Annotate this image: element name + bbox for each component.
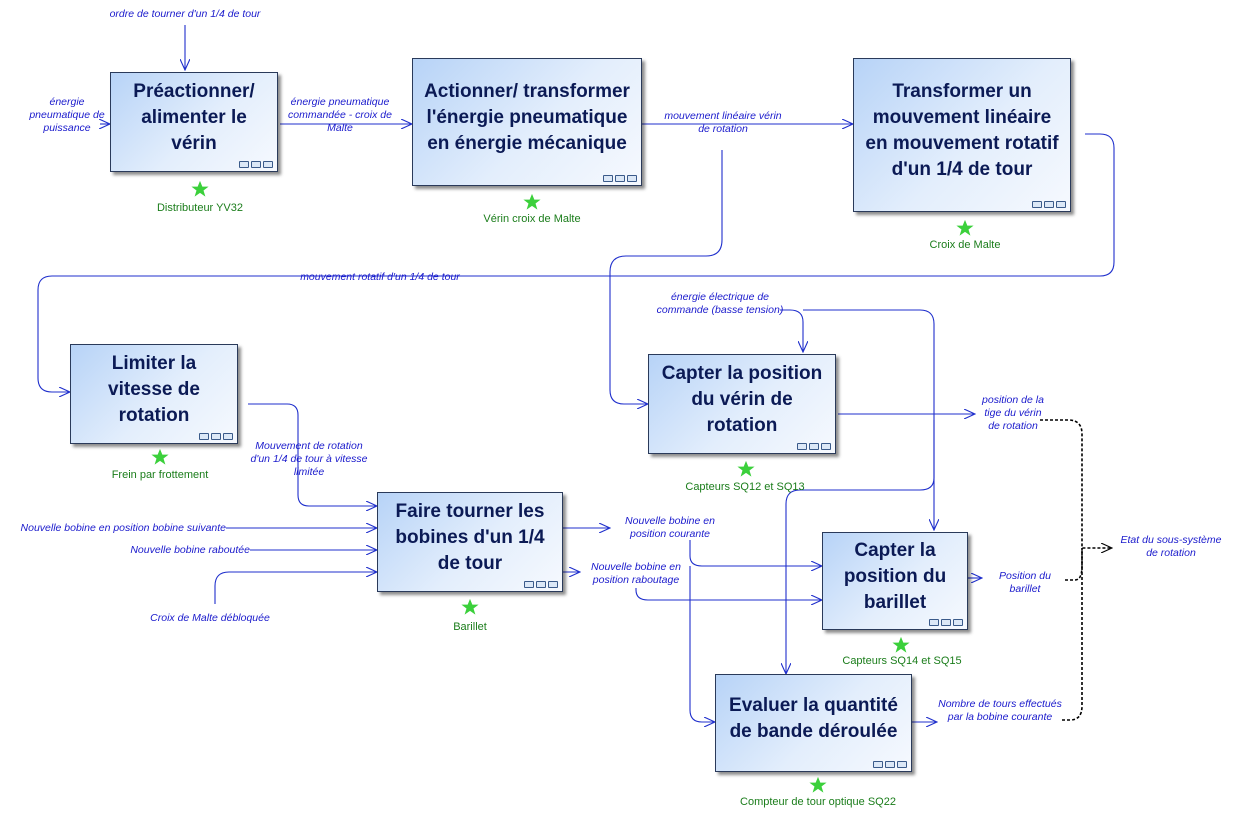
expand-icon [239, 161, 273, 168]
wire-lineaire-capteur [609, 150, 723, 404]
flow-label-energie-commande: énergie pneumatique commandée - croix de… [288, 96, 392, 134]
expand-icon [603, 175, 637, 182]
flow-label-bobine-aboutage: Nouvelle bobine en position raboutage [591, 561, 681, 586]
mechanism-label: Croix de Malte [929, 239, 1001, 251]
wire-energie-electrique [780, 309, 803, 352]
wire-etat-2 [1065, 548, 1083, 581]
flow-label-bobine-suivante: Nouvelle bobine en position bobine suiva… [20, 522, 226, 534]
activity-title: Limiter la vitesse de rotation [108, 353, 200, 426]
flow-label-position-barillet: Position du barillet [999, 570, 1051, 595]
mechanism-star-icon [523, 193, 541, 210]
mechanism-label: Capteurs SQ12 et SQ13 [685, 481, 805, 493]
mechanism-label: Distributeur YV32 [156, 202, 243, 214]
wire-etat-1 [1040, 419, 1112, 548]
flow-label-croix-debloquee: Croix de Malte débloquée [150, 612, 270, 624]
wire-etat-3 [1062, 548, 1083, 721]
expand-icon [199, 433, 233, 440]
flow-label-mouvement-rotatif: mouvement rotatif d'un 1/4 de tour [300, 271, 460, 283]
flow-label-mouvement-limite: Mouvement de rotation d'un 1/4 de tour à… [250, 440, 368, 478]
expand-icon [873, 761, 907, 768]
activity-preactionner[interactable]: Préactionner/ alimenter le vérin [110, 72, 278, 172]
expand-icon [1032, 201, 1066, 208]
wire-energie-evaluer [786, 420, 935, 674]
mechanism-label: Vérin croix de Malte [483, 213, 581, 225]
wire-bobine-courante-in [689, 540, 822, 566]
expand-icon [929, 619, 963, 626]
mechanism-star-icon [809, 776, 827, 793]
wire-mouvement-rotatif [37, 133, 1115, 392]
flow-label-bobine-aboutee: Nouvelle bobine raboutée [130, 544, 250, 556]
activity-title: Capter la position du barillet [843, 540, 947, 613]
activity-title: Transformer un mouvement linéaire en mou… [865, 81, 1059, 180]
mechanism-star-icon [151, 448, 169, 465]
activity-limiter[interactable]: Limiter la vitesse de rotation [70, 344, 238, 444]
activity-title: Faire tourner les bobines d'un 1/4 de to… [395, 501, 545, 574]
activity-title: Préactionner/ alimenter le vérin [133, 81, 255, 154]
activity-actionner[interactable]: Actionner/ transformer l'énergie pneumat… [412, 58, 642, 186]
activity-transformer[interactable]: Transformer un mouvement linéaire en mou… [853, 58, 1071, 212]
flow-label-ordre: ordre de tourner d'un 1/4 de tour [109, 8, 261, 20]
flow-label-nombre-tours: Nombre de tours effectués par la bobine … [938, 698, 1062, 723]
flow-label-energie-puissance: énergie pneumatique de puissance [29, 96, 105, 134]
wire-energie-capteur-barillet [803, 309, 934, 530]
wire-bobine-aboutage-in [635, 588, 822, 600]
wire-vitesse-limitee [248, 403, 377, 506]
mechanism-star-icon [892, 636, 910, 653]
mechanism-label: Capteurs SQ14 et SQ15 [842, 655, 962, 667]
activity-faire-tourner[interactable]: Faire tourner les bobines d'un 1/4 de to… [377, 492, 563, 592]
flow-label-position-tige: position de la tige du vérin de rotation [982, 394, 1044, 432]
flow-label-etat: Etat du sous-système de rotation [1120, 534, 1222, 559]
expand-icon [797, 443, 831, 450]
activity-title: Actionner/ transformer l'énergie pneumat… [424, 81, 630, 154]
wire-courante-evaluer [689, 566, 715, 722]
mechanism-label: Frein par frottement [111, 469, 209, 481]
activity-capter-barillet[interactable]: Capter la position du barillet [822, 532, 968, 630]
wire-croix-debloquee [214, 572, 377, 604]
mechanism-star-icon [461, 598, 479, 615]
expand-icon [524, 581, 558, 588]
activity-capter-verin[interactable]: Capter la position du vérin de rotation [648, 354, 836, 454]
flow-label-mouvement-lineaire: mouvement linéaire vérin de rotation [664, 110, 782, 135]
mechanism-label: Compteur de tour optique SQ22 [740, 796, 896, 808]
activity-evaluer[interactable]: Evaluer la quantité de bande déroulée [715, 674, 912, 772]
activity-title: Evaluer la quantité de bande déroulée [729, 695, 898, 742]
mechanism-star-icon [737, 460, 755, 477]
activity-title: Capter la position du vérin de rotation [661, 363, 823, 436]
flow-label-bobine-courante: Nouvelle bobine en position courante [625, 515, 715, 540]
mechanism-star-icon [191, 180, 209, 197]
mechanism-label: Barillet [453, 621, 487, 633]
flow-label-energie-electrique: énergie électrique de commande (basse te… [656, 291, 784, 316]
mechanism-star-icon [956, 219, 974, 236]
